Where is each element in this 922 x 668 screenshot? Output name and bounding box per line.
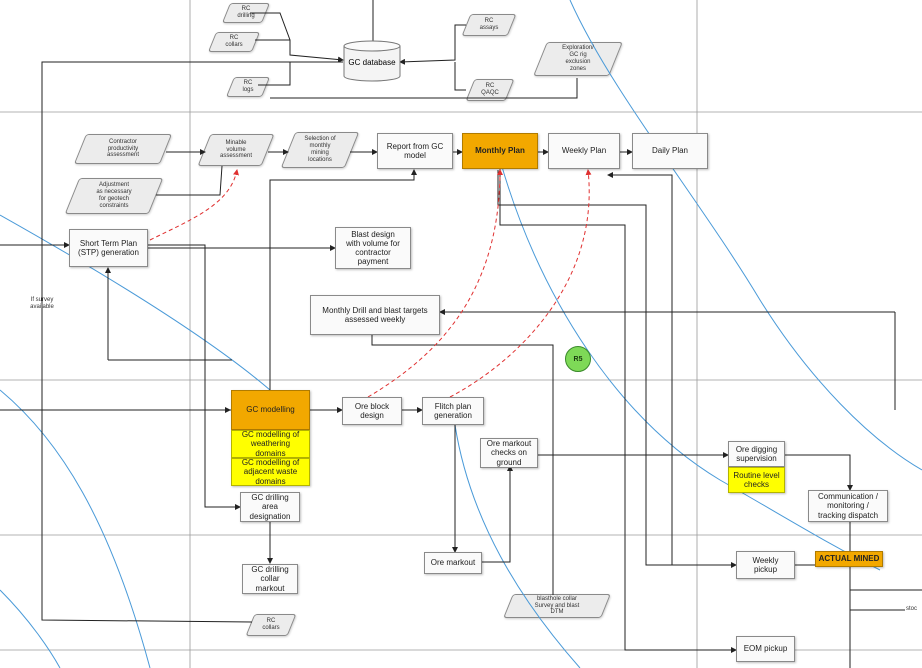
blast-design-label: Blast design with volume for contractor … xyxy=(346,229,400,267)
weekly-pickup-box: Weekly pickup xyxy=(736,551,795,579)
flitch-plan-box: Flitch plan generation xyxy=(422,397,484,425)
gc-drilling-area-box: GC drilling area designation xyxy=(240,492,300,522)
gc-weathering-box: GC modelling of weathering domains xyxy=(231,430,310,458)
selection-locations-label: Selection of monthly mining locations xyxy=(304,136,336,163)
stp-generation-label: Short Term Plan (STP) generation xyxy=(78,238,139,257)
rc-logs-label: RC logs xyxy=(242,80,254,93)
gc-waste-label: GC modelling of adjacent waste domains xyxy=(241,458,300,486)
actual-mined-label: ACTUAL MINED xyxy=(818,554,880,564)
rc-collars-bottom-input: RC collars xyxy=(250,614,292,636)
ore-markout-checks-label: Ore markout checks on ground xyxy=(486,439,532,467)
monthly-drill-blast-label: Monthly Drill and blast targets assessed… xyxy=(322,305,428,324)
monthly-plan-box: Monthly Plan xyxy=(462,133,538,169)
gc-drilling-collar-box: GC drilling collar markout xyxy=(242,564,298,594)
gc-modelling-box: GC modelling xyxy=(231,390,310,430)
adjustment-label: Adjustment as necessary for geotech cons… xyxy=(96,182,132,209)
blasthole-survey-label: blasthole collar Survey and blast DTM xyxy=(534,595,580,616)
stock-annotation: stoc xyxy=(906,606,918,612)
gc-waste-box: GC modelling of adjacent waste domains xyxy=(231,458,310,486)
ore-markout-box: Ore markout xyxy=(424,552,482,574)
stp-generation-box: Short Term Plan (STP) generation xyxy=(69,229,148,267)
daily-plan-box: Daily Plan xyxy=(632,133,708,169)
weekly-pickup-label: Weekly pickup xyxy=(752,555,779,574)
rc-qaqc-input: RC QAQC xyxy=(470,79,510,101)
exploration-input: Exploration/ GC rig exclusion zones xyxy=(540,42,616,76)
rc-collars-label: RC collars xyxy=(225,35,243,48)
ore-markout-checks-box: Ore markout checks on ground xyxy=(480,438,538,468)
report-gc-model-label: Report from GC model xyxy=(386,141,444,160)
contractor-productivity-label: Contractor productivity assessment xyxy=(106,138,139,159)
selection-locations-node: Selection of monthly mining locations xyxy=(288,132,352,168)
rc-assays-input: RC assays xyxy=(466,14,512,36)
adjustment-input: Adjustment as necessary for geotech cons… xyxy=(72,178,156,214)
gc-database-label: GC database xyxy=(348,58,396,67)
rc-collars-input: RC collars xyxy=(212,32,256,52)
ore-block-design-box: Ore block design xyxy=(342,397,402,425)
ore-digging-label: Ore digging supervision xyxy=(735,444,778,463)
communication-box: Communication / monitoring / tracking di… xyxy=(808,490,888,522)
routine-checks-box: Routine level checks xyxy=(728,467,785,493)
rc-logs-input: RC logs xyxy=(230,77,266,97)
weekly-plan-box: Weekly Plan xyxy=(548,133,620,169)
gc-drilling-area-label: GC drilling area designation xyxy=(249,493,291,521)
monthly-plan-label: Monthly Plan xyxy=(475,146,525,156)
r5-marker: R5 xyxy=(565,346,591,372)
report-gc-model-box: Report from GC model xyxy=(377,133,453,169)
contractor-productivity-input: Contractor productivity assessment xyxy=(80,134,166,164)
gc-modelling-label: GC modelling xyxy=(246,405,295,415)
flitch-plan-label: Flitch plan generation xyxy=(434,401,472,420)
rc-qaqc-label: RC QAQC xyxy=(481,83,499,96)
gc-weathering-label: GC modelling of weathering domains xyxy=(241,430,300,458)
ore-markout-label: Ore markout xyxy=(430,558,476,568)
ore-block-design-label: Ore block design xyxy=(354,401,390,420)
r5-label: R5 xyxy=(573,355,583,363)
monthly-drill-blast-box: Monthly Drill and blast targets assessed… xyxy=(310,295,440,335)
weekly-plan-label: Weekly Plan xyxy=(561,146,607,156)
if-survey-annotation: If survey available xyxy=(30,297,54,310)
eom-pickup-label: EOM pickup xyxy=(743,644,788,654)
gc-drilling-collar-label: GC drilling collar markout xyxy=(251,565,289,593)
database-icon xyxy=(343,40,401,82)
blasthole-survey-input: blasthole collar Survey and blast DTM xyxy=(508,594,606,618)
routine-checks-label: Routine level checks xyxy=(733,470,780,489)
mineable-volume-node: Minable volume assessment xyxy=(204,134,268,166)
blast-design-box: Blast design with volume for contractor … xyxy=(335,227,411,269)
gc-database: GC database xyxy=(342,40,402,82)
communication-label: Communication / monitoring / tracking di… xyxy=(817,492,879,520)
ore-digging-box: Ore digging supervision xyxy=(728,441,785,467)
rc-drilling-input: RC drilling xyxy=(226,3,266,23)
rc-assays-label: RC assays xyxy=(479,18,499,31)
mineable-volume-label: Minable volume assessment xyxy=(219,139,252,160)
eom-pickup-box: EOM pickup xyxy=(736,636,795,662)
exploration-label: Exploration/ GC rig exclusion zones xyxy=(562,45,594,72)
rc-collars-bottom-label: RC collars xyxy=(262,618,280,631)
rc-drilling-label: RC drilling xyxy=(237,6,255,19)
actual-mined-box: ACTUAL MINED xyxy=(815,551,883,567)
daily-plan-label: Daily Plan xyxy=(651,146,688,156)
